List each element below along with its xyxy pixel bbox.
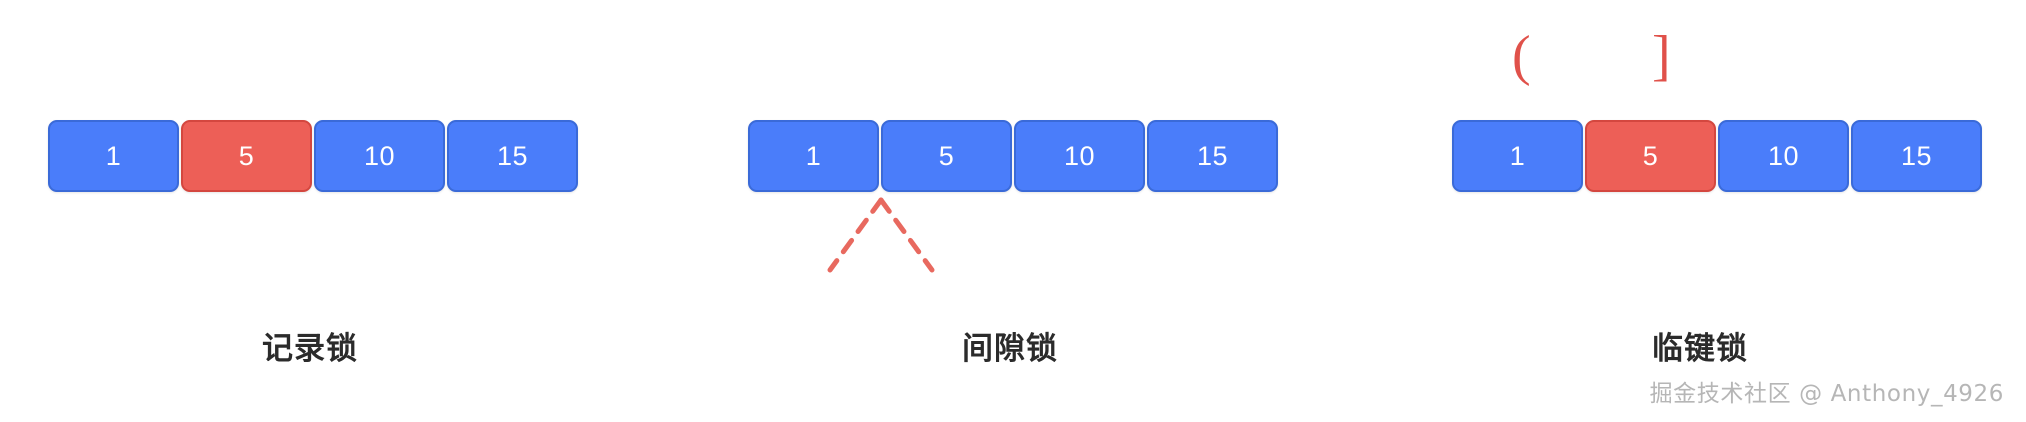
value-box-label: 10	[1063, 140, 1096, 171]
value-box: 1	[48, 120, 179, 192]
value-box: 5	[881, 120, 1012, 192]
value-box-label: 15	[1196, 140, 1229, 171]
lock-group-record-lock: 1 5 10 15 记录锁	[0, 0, 620, 422]
group-caption: 记录锁	[262, 331, 358, 367]
value-box-label: 1	[805, 140, 822, 171]
value-box-label: 1	[1509, 140, 1526, 171]
value-box: 1	[748, 120, 879, 192]
value-box: 15	[1147, 120, 1278, 192]
value-box-label: 5	[1642, 140, 1659, 171]
value-box-locked: 5	[181, 120, 312, 192]
group-caption: 临键锁	[1652, 331, 1748, 367]
value-box: 15	[1851, 120, 1982, 192]
value-box-label: 10	[363, 140, 396, 171]
lock-group-next-key-lock: ( ] 1 5 10 15 临键锁	[1430, 0, 2026, 422]
value-box: 10	[314, 120, 445, 192]
value-box-label: 10	[1767, 140, 1800, 171]
value-box-locked: 5	[1585, 120, 1716, 192]
value-box: 1	[1452, 120, 1583, 192]
value-box-label: 15	[496, 140, 529, 171]
value-box-row: 1 5 10 15	[748, 120, 1278, 192]
value-box-row: 1 5 10 15	[1452, 120, 1982, 192]
value-box: 10	[1014, 120, 1145, 192]
interval-close-bracket: ]	[1652, 25, 1671, 87]
value-box-label: 15	[1900, 140, 1933, 171]
value-box-label: 1	[105, 140, 122, 171]
group-caption: 间隙锁	[962, 331, 1058, 367]
value-box-label: 5	[938, 140, 955, 171]
value-box: 10	[1718, 120, 1849, 192]
value-box-label: 5	[238, 140, 255, 171]
interval-open-bracket: (	[1512, 25, 1531, 87]
value-box: 15	[447, 120, 578, 192]
value-box-row: 1 5 10 15	[48, 120, 578, 192]
lock-group-gap-lock: 1 5 10 15 间隙锁	[700, 0, 1320, 422]
watermark: 掘金技术社区 @ Anthony_4926	[1649, 381, 2004, 407]
